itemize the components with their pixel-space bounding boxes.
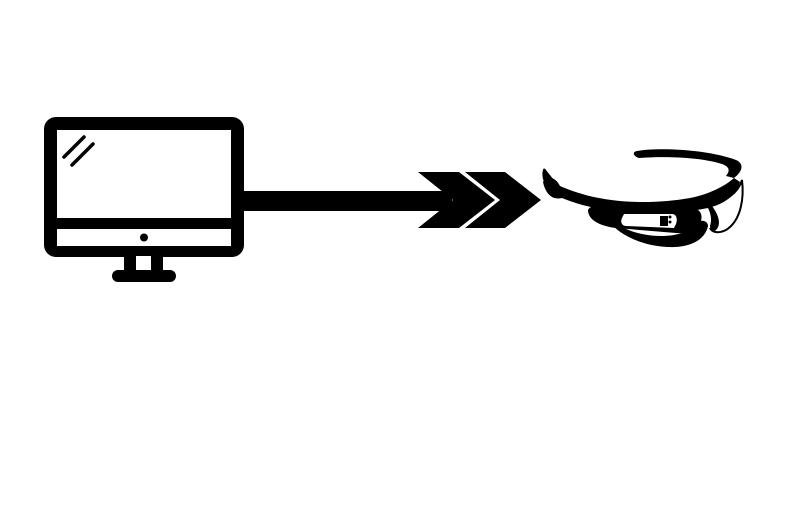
- glasses-module-detail: [660, 216, 668, 226]
- arrow-chevron-back: [418, 172, 495, 228]
- glasses-module-dot: [668, 220, 672, 224]
- glasses-temple-arm: [633, 149, 742, 178]
- glasses-left-end: [542, 168, 561, 198]
- glasses-frame-bar: [543, 177, 740, 214]
- glasses-right-pad: [708, 206, 719, 231]
- glasses-right-lens-outline: [705, 179, 744, 234]
- glasses-module-dot: [668, 215, 672, 219]
- monitor-glare-line: [62, 135, 86, 159]
- monitor-power-dot: [140, 233, 148, 242]
- monitor-stand-base: [112, 270, 176, 282]
- arrow-shaft: [244, 191, 452, 211]
- smart-glasses-icon: [542, 149, 744, 248]
- desktop-monitor-icon: [44, 117, 244, 282]
- monitor-glare-line: [70, 142, 95, 167]
- monitor-screen: [57, 130, 231, 218]
- glasses-module-panel: [621, 214, 677, 228]
- monitor-stand-neck-cutout: [136, 256, 151, 271]
- arrow-chevron-front: [465, 172, 541, 228]
- flow-arrow: [244, 172, 541, 228]
- glasses-lens: [606, 215, 708, 248]
